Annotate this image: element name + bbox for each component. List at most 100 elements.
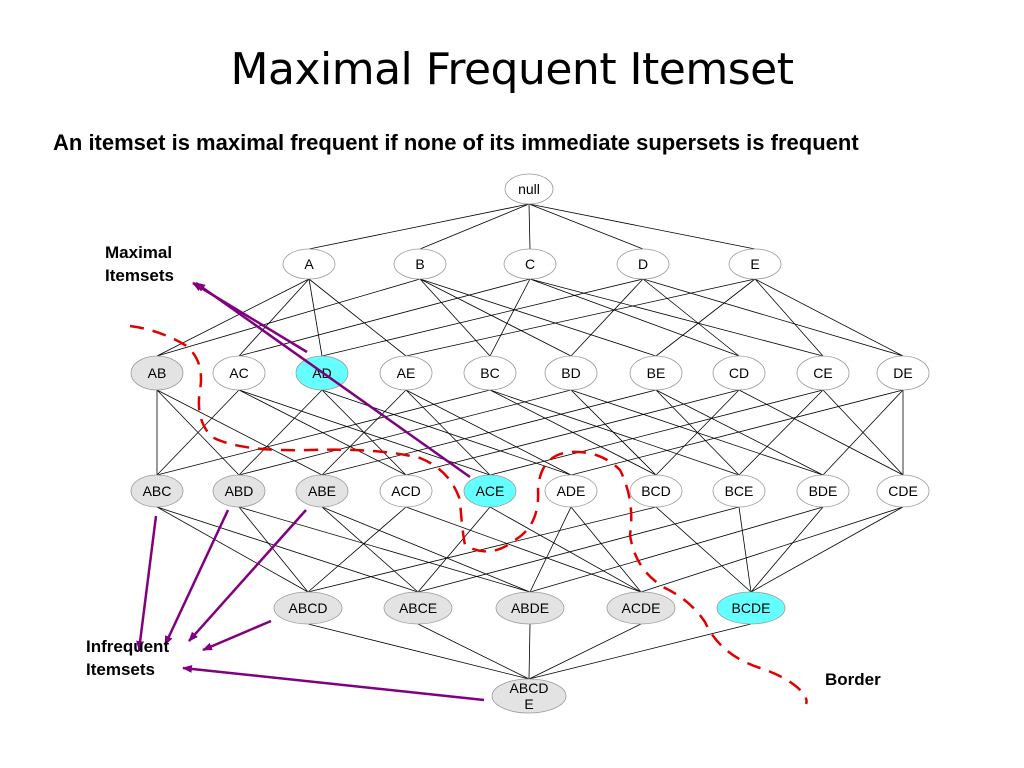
lattice-edge-be-abe xyxy=(321,389,657,476)
itemset-node-a: A xyxy=(282,248,336,280)
lattice-edge-ad-abd xyxy=(238,389,323,476)
lattice-edge-abcd-abcde xyxy=(307,623,530,680)
lattice-edge-de-ade xyxy=(570,389,904,476)
itemset-node-cde-shape xyxy=(876,474,930,508)
lattice-edge-c-ac xyxy=(238,278,531,357)
itemset-node-a-label: A xyxy=(304,256,314,272)
itemset-node-b: B xyxy=(393,248,447,280)
itemset-node-abd-label: ABD xyxy=(225,483,254,499)
itemset-node-acde-label: ACDE xyxy=(622,600,661,616)
itemset-node-bcd-label: BCD xyxy=(641,483,671,499)
arrow-abc-to-infrequent xyxy=(136,515,158,651)
maximal-itemsets-label: Maximal Itemsets xyxy=(105,241,195,287)
infrequent-itemsets-label-text: Infrequent Itemsets xyxy=(86,637,170,679)
itemset-node-be-shape xyxy=(629,355,683,391)
lattice-edge-ade-acde xyxy=(570,506,642,593)
itemset-node-abcd-shape xyxy=(273,591,343,625)
lattice-edge-bce-abce xyxy=(417,506,740,593)
lattice-edge-cd-cde xyxy=(738,389,904,476)
lattice-edge-ace-acde xyxy=(489,506,642,593)
lattice-edge-bcd-bcde xyxy=(655,506,752,593)
itemset-node-bcd: BCD xyxy=(629,474,683,508)
lattice-edge-bc-abc xyxy=(156,389,491,476)
itemset-node-bcd-shape xyxy=(629,474,683,508)
lattice-edge-de-bde xyxy=(822,389,904,476)
lattice-edge-abc-abce xyxy=(156,506,419,593)
arrow-ace-to-maximal xyxy=(195,281,471,479)
itemset-node-bd: BD xyxy=(544,355,598,391)
itemset-node-ae: AE xyxy=(379,355,433,391)
itemset-node-bd-shape xyxy=(544,355,598,391)
lattice-edge-bcd-abcd xyxy=(307,506,657,593)
lattice-edge-abd-abde xyxy=(238,506,531,593)
itemset-node-ce: CE xyxy=(796,355,850,391)
itemset-node-bc-shape xyxy=(463,355,517,391)
lattice-nodes: nullABCDEABACADAEBCBDBECDCEDEABCABDABEAC… xyxy=(130,173,930,714)
itemset-node-ce-shape xyxy=(796,355,850,391)
itemset-node-bce-label: BCE xyxy=(725,483,754,499)
lattice-edge-ac-abc xyxy=(156,389,240,476)
itemset-node-de: DE xyxy=(876,355,930,391)
itemset-node-ace-shape xyxy=(463,474,517,508)
itemset-node-de-shape xyxy=(876,355,930,391)
lattice-edge-null-a xyxy=(308,203,530,250)
lattice-edge-e-ce xyxy=(754,278,824,357)
itemset-node-ae-shape xyxy=(379,355,433,391)
itemset-node-bc-label: BC xyxy=(480,365,499,381)
lattice-edge-c-bc xyxy=(489,278,531,357)
lattice-edge-e-ae xyxy=(405,278,756,357)
itemset-node-ae-label: AE xyxy=(397,365,416,381)
itemset-node-ade: ADE xyxy=(544,474,598,508)
itemset-node-abcd-label: ABCD xyxy=(289,600,328,616)
itemset-node-cd: CD xyxy=(712,355,766,391)
itemset-node-abde-label: ABDE xyxy=(511,600,549,616)
itemset-node-be-label: BE xyxy=(647,365,666,381)
lattice-edge-ab-abe xyxy=(156,389,323,476)
itemset-node-d-shape xyxy=(616,248,670,280)
lattice-edge-bde-bcde xyxy=(750,506,824,593)
lattice-edge-c-ce xyxy=(529,278,824,357)
itemset-node-bcde-shape xyxy=(716,591,786,625)
lattice-edge-ce-bce xyxy=(738,389,824,476)
itemset-node-b-shape xyxy=(393,248,447,280)
itemset-node-acd: ACD xyxy=(379,474,433,508)
itemset-node-a-shape xyxy=(282,248,336,280)
itemset-node-cde: CDE xyxy=(876,474,930,508)
arrow-abcd-to-infrequent xyxy=(202,619,272,652)
arrow-abcde-to-infrequent xyxy=(182,664,485,702)
itemset-node-acde: ACDE xyxy=(606,591,676,625)
lattice-edge-ad-ade xyxy=(321,389,572,476)
itemset-node-cd-label: CD xyxy=(729,365,749,381)
itemset-node-cde-label: CDE xyxy=(888,483,918,499)
itemset-node-c-shape xyxy=(503,248,557,280)
lattice-edge-cde-acde xyxy=(640,506,904,593)
lattice-edge-b-bd xyxy=(419,278,572,357)
itemset-node-abe: ABE xyxy=(295,474,349,508)
lattice-edge-a-ad xyxy=(308,278,323,357)
itemset-node-acde-shape xyxy=(606,591,676,625)
itemset-node-bde: BDE xyxy=(796,474,850,508)
itemset-node-abd: ABD xyxy=(212,474,266,508)
itemset-node-ac: AC xyxy=(212,355,266,391)
lattice-edge-null-b xyxy=(419,203,530,250)
lattice-edge-d-cd xyxy=(642,278,740,357)
itemset-node-abe-label: ABE xyxy=(308,483,336,499)
itemset-node-c: C xyxy=(503,248,557,280)
itemset-node-e-shape xyxy=(728,248,782,280)
lattice-edge-a-ab xyxy=(156,278,310,357)
itemset-node-abc: ABC xyxy=(130,474,184,508)
itemset-node-bcde: BCDE xyxy=(716,591,786,625)
lattice-edge-bd-bcd xyxy=(570,389,657,476)
itemset-node-acd-shape xyxy=(379,474,433,508)
itemset-node-be: BE xyxy=(629,355,683,391)
lattice-edge-d-de xyxy=(642,278,904,357)
lattice-edge-b-ab xyxy=(156,278,421,357)
itemset-node-ade-shape xyxy=(544,474,598,508)
itemset-node-ade-label: ADE xyxy=(557,483,586,499)
itemset-node-abcde-shape xyxy=(491,678,567,714)
page-title: Maximal Frequent Itemset xyxy=(230,44,794,95)
itemset-node-bc: BC xyxy=(463,355,517,391)
itemset-node-d-label: D xyxy=(638,256,648,272)
lattice-edge-cd-bcd xyxy=(655,389,740,476)
